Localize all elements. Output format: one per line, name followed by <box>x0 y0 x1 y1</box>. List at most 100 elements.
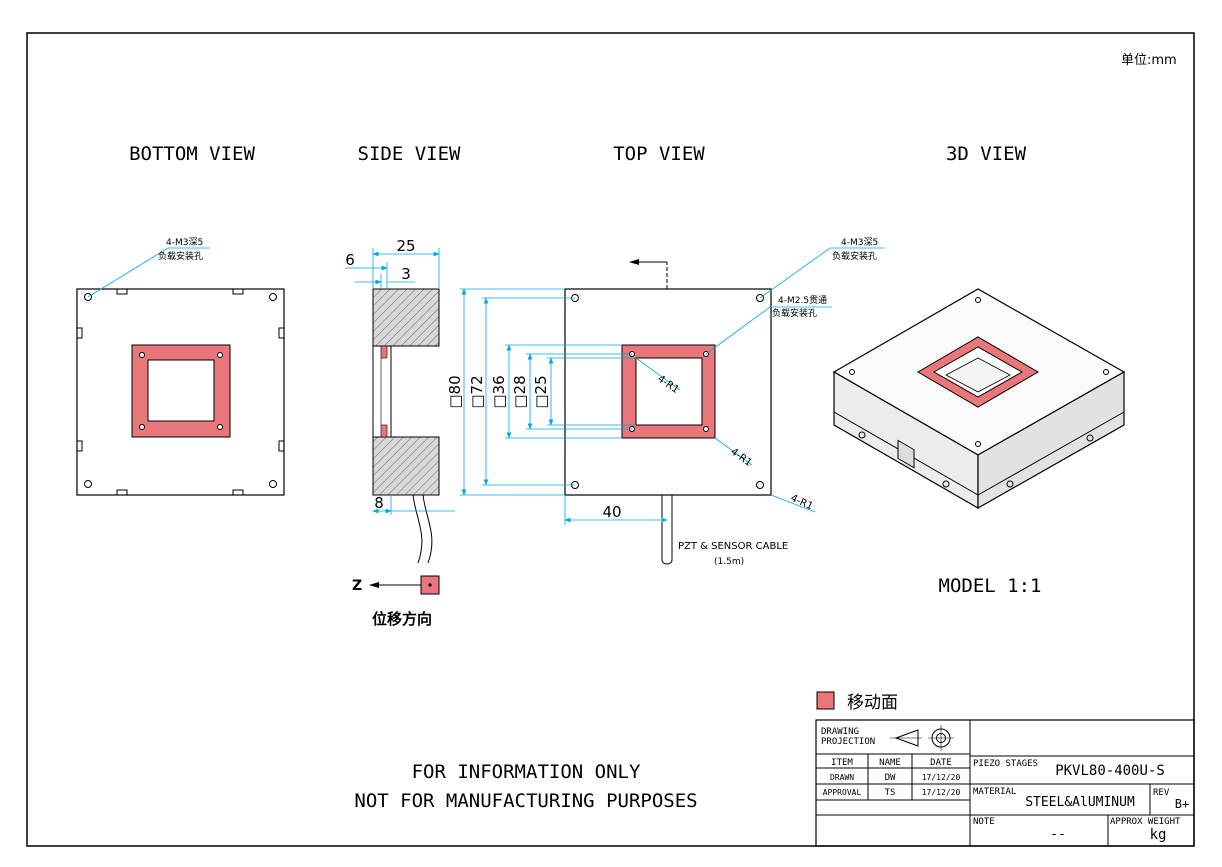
side-core <box>372 345 392 438</box>
tb-name-header: NAME <box>879 758 901 768</box>
tb-approval-label: APPROVAL <box>823 788 862 797</box>
tb-item-header: ITEM <box>831 758 853 768</box>
bottom-view: 4-M3深5 负载安装孔 <box>76 237 285 496</box>
tb-rev-label: REV <box>1153 788 1170 798</box>
disclaimer-line2: NOT FOR MANUFACTURING PURPOSES <box>354 790 697 812</box>
dim-side-3: 3 <box>401 265 411 283</box>
title-block: DRAWING PROJECTION ITEM NAME DATE DRAWN … <box>815 719 1195 847</box>
top-hole2-callout-desc: 负载安装孔 <box>772 307 817 319</box>
top-view: □80 □72 □36 □28 □25 40 4-M3深5 负载安装孔 4-M2… <box>446 237 885 567</box>
dim-side-width: 25 <box>396 237 415 255</box>
iso-side-hole <box>1086 434 1094 442</box>
tb-material-value: STEEL&AlUMINUM <box>1025 795 1135 810</box>
bottom-hole <box>84 293 92 301</box>
side-view: 25 6 3 8 <box>345 237 455 564</box>
iso-edge <box>977 411 1125 496</box>
bottom-notch <box>76 327 83 339</box>
iso-view: MODEL 1:1 <box>832 288 1126 597</box>
side-cable <box>422 494 433 564</box>
bottom-notch <box>278 327 285 339</box>
tb-projection-l2: PROJECTION <box>821 737 875 747</box>
dim-side-6: 6 <box>345 251 355 269</box>
r-outer-leader <box>770 494 816 513</box>
iso-hole <box>975 441 981 447</box>
bottom-hole <box>269 480 277 488</box>
tb-material-label: MATERIAL <box>973 787 1016 797</box>
dim-sq25: □25 <box>532 375 550 408</box>
tb-product-label: PIEZO STAGES <box>973 759 1038 769</box>
dim-offset40: 40 <box>602 503 621 521</box>
sheet-border <box>26 32 1195 847</box>
top-view-title: TOP VIEW <box>613 143 705 165</box>
title-block-frame <box>815 719 1195 847</box>
dim-sq36: □36 <box>490 375 508 408</box>
top-cable-end <box>661 559 673 565</box>
ring-hole <box>139 424 145 430</box>
legend-swatch <box>816 691 835 710</box>
tb-projection-l1: DRAWING <box>821 727 859 737</box>
bottom-hole-callout: 4-M3深5 <box>166 237 203 248</box>
top-hole1-leader <box>759 247 885 299</box>
dim-sq28: □28 <box>511 375 529 408</box>
side-cable <box>412 494 423 564</box>
r-outer-label: 4-R1 <box>789 493 815 513</box>
top-hole <box>756 294 764 302</box>
direction-axis: Z <box>352 578 362 594</box>
side-moving-face <box>380 345 388 359</box>
top-hole1-callout: 4-M3深5 <box>841 237 878 248</box>
bottom-hole <box>84 480 92 488</box>
disclaimer-line1: FOR INFORMATION ONLY <box>412 761 641 783</box>
r-ring-leader <box>714 437 753 466</box>
side-body-lower <box>372 436 440 496</box>
tb-note-label: NOTE <box>973 817 995 827</box>
dim-side-8: 8 <box>374 494 384 512</box>
tb-product-value: PKVL80-400U-S <box>1055 763 1165 779</box>
bottom-notch <box>232 288 244 295</box>
top-hole1-callout-desc: 负载安装孔 <box>832 250 877 262</box>
tb-drawn-label: DRAWN <box>830 773 854 782</box>
tb-approval-name: TS <box>885 788 896 798</box>
tb-date-header: DATE <box>930 758 952 768</box>
top-hole2-callout: 4-M2.5贯通 <box>778 295 827 306</box>
iso-side-hole <box>942 480 950 488</box>
r-inner-label: 4-R1 <box>655 373 680 395</box>
ring-hole <box>217 352 223 358</box>
cable-label: PZT & SENSOR CABLE <box>678 541 788 552</box>
cable-length: (1.5m) <box>714 557 744 567</box>
bottom-view-title: BOTTOM VIEW <box>129 143 255 165</box>
iso-hole <box>849 369 855 375</box>
top-hole2-leader <box>705 306 832 355</box>
r-ring-label: 4-R1 <box>728 446 753 468</box>
tb-rev-value: B+ <box>1175 797 1189 811</box>
bottom-notch <box>116 489 128 496</box>
top-body <box>564 288 772 496</box>
iso-hole <box>1103 369 1109 375</box>
model-scale: MODEL 1:1 <box>939 575 1042 597</box>
tb-weight-label: APPROX WEIGHT <box>1110 817 1181 827</box>
tb-weight-value: kg <box>1150 827 1167 843</box>
bottom-hole-leader <box>87 247 210 298</box>
bottom-moving-ring <box>131 344 231 438</box>
direction-indicator: Z 位移方向 <box>352 575 440 628</box>
iso-hole <box>975 297 981 303</box>
iso-aperture-inner <box>945 357 1011 393</box>
tb-note-value: -- <box>1050 827 1066 842</box>
dim-sq72: □72 <box>468 375 486 408</box>
unit-label: 单位:mm <box>1121 53 1177 68</box>
bottom-notch <box>232 489 244 496</box>
iso-side-hole <box>858 431 866 439</box>
iso-view-title: 3D VIEW <box>946 143 1027 165</box>
bottom-notch <box>116 288 128 295</box>
bottom-body <box>76 288 285 496</box>
bottom-notch <box>76 440 83 452</box>
ring-hole <box>217 424 223 430</box>
bottom-hole <box>269 293 277 301</box>
iso-cable-port <box>897 439 915 469</box>
side-body-upper <box>372 288 440 347</box>
direction-dot <box>428 583 432 587</box>
r-inner-leader <box>635 357 681 391</box>
top-hole <box>756 481 764 489</box>
tb-drawn-name: DW <box>885 773 896 783</box>
